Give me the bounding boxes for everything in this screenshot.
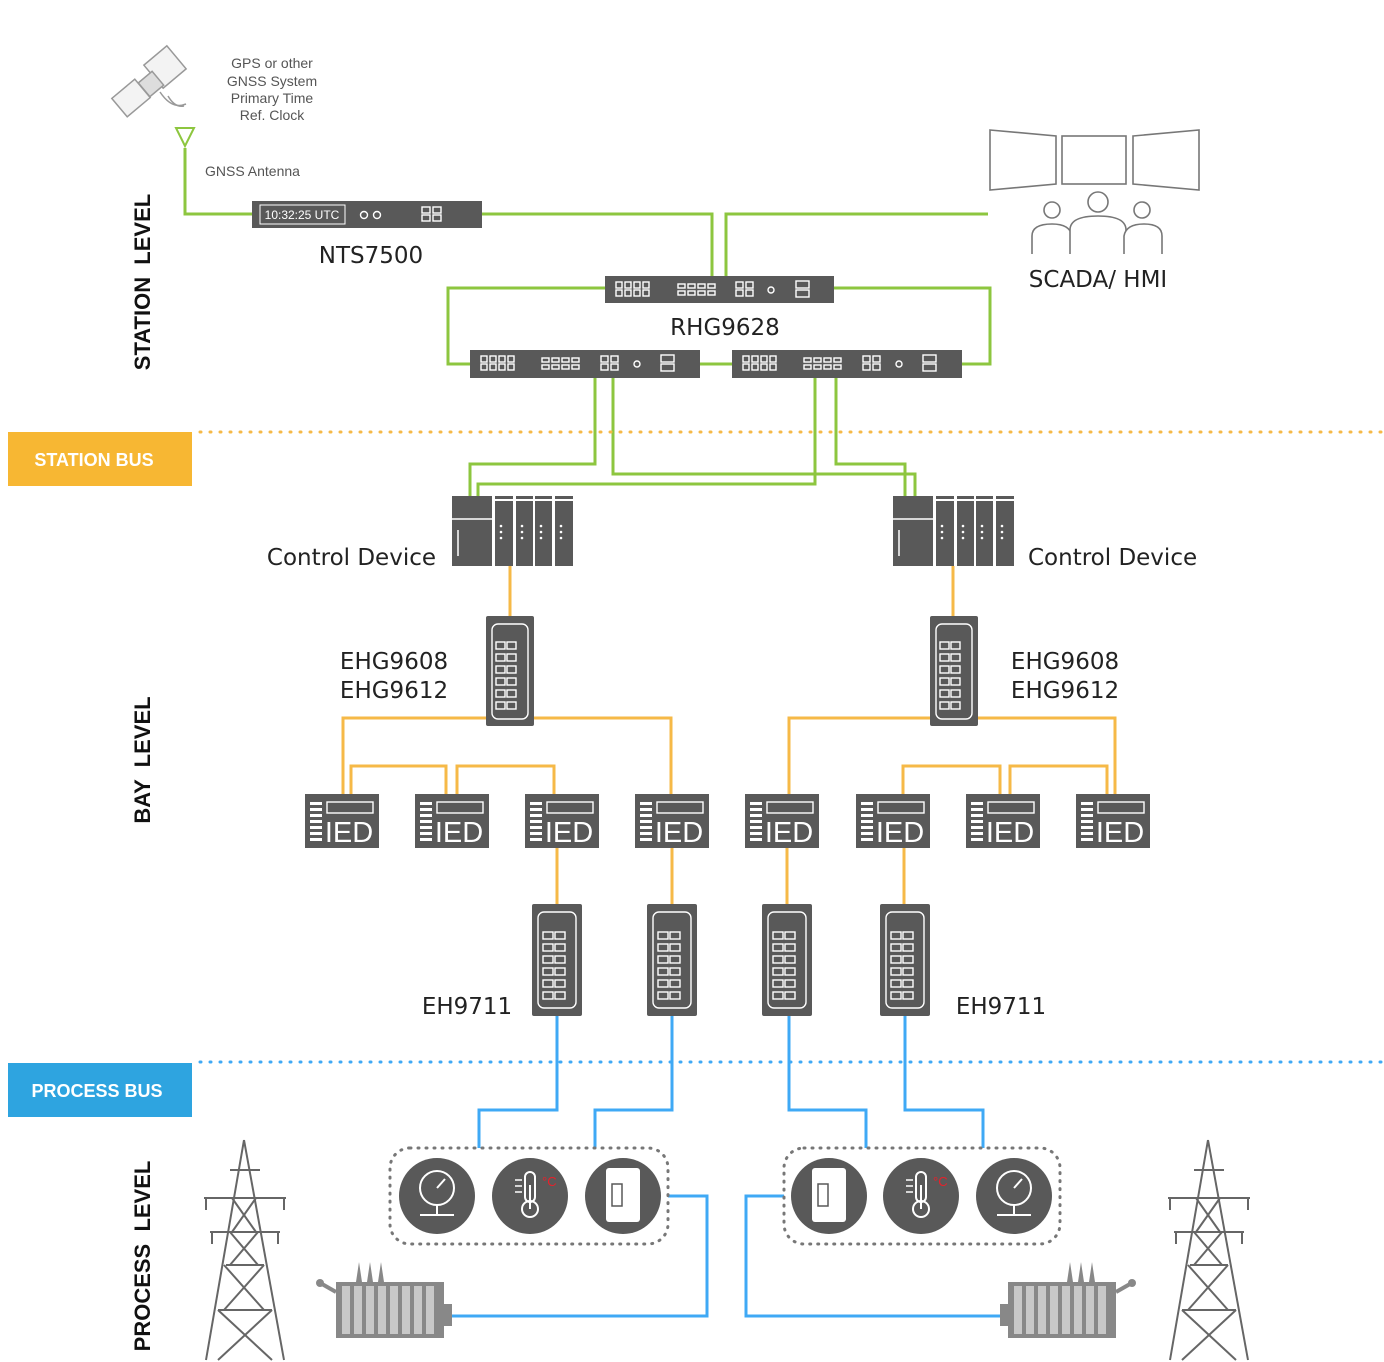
ied-unit: IED bbox=[856, 794, 930, 849]
satellite-icon bbox=[110, 44, 188, 118]
transformer-icon bbox=[316, 1262, 452, 1338]
control-device-left bbox=[452, 496, 573, 566]
nts7500-device: 10:32:25 UTC bbox=[252, 201, 482, 228]
rhg9628-label: RHG9628 bbox=[670, 315, 780, 341]
gnss-label-line-3: Primary Time bbox=[231, 90, 314, 106]
station-level-label: STATION LEVEL bbox=[130, 194, 155, 370]
control-device-right-label: Control Device bbox=[1028, 545, 1197, 571]
ied-label: IED bbox=[876, 817, 924, 849]
eh9711-switch bbox=[532, 904, 582, 1016]
ehg-left-label-line-1: EHG9608 bbox=[340, 649, 448, 675]
gnss-antenna-icon bbox=[174, 127, 196, 149]
ehg-right-label-line-1: EHG9608 bbox=[1011, 649, 1119, 675]
sensor-group-left bbox=[388, 1146, 670, 1246]
merging-unit-icon bbox=[585, 1158, 661, 1234]
rhg9628-switch-top bbox=[605, 276, 834, 303]
ied-unit: IED bbox=[415, 794, 489, 849]
rhg9628-switch-right bbox=[732, 350, 962, 378]
ied-label: IED bbox=[655, 817, 703, 849]
ehg-switch-right bbox=[930, 616, 978, 726]
blue-links bbox=[450, 1016, 1002, 1318]
ehg-right-label-line-2: EHG9612 bbox=[1011, 678, 1119, 704]
transformer-icon bbox=[1000, 1262, 1136, 1338]
process-bus-tag: PROCESS BUS bbox=[8, 1063, 192, 1117]
process-bus-label: PROCESS BUS bbox=[31, 1081, 162, 1101]
eh9711-switch bbox=[762, 904, 812, 1016]
green-links bbox=[183, 148, 992, 496]
gnss-antenna-label: GNSS Antenna bbox=[205, 163, 300, 179]
ied-unit: IED bbox=[525, 794, 599, 849]
bay-level-label: BAY LEVEL bbox=[130, 696, 155, 823]
thermometer-icon: °C bbox=[492, 1158, 568, 1234]
station-bus-tag: STATION BUS bbox=[8, 432, 192, 486]
temperature-unit: °C bbox=[542, 1174, 557, 1189]
ied-unit: IED bbox=[305, 794, 379, 849]
process-bus-badge bbox=[8, 1063, 192, 1117]
eh9711-switch bbox=[880, 904, 930, 1016]
ied-label: IED bbox=[545, 817, 593, 849]
eh9711-left-label: EH9711 bbox=[422, 994, 512, 1020]
ied-label: IED bbox=[435, 817, 483, 849]
ied-unit: IED bbox=[635, 794, 709, 849]
ied-unit: IED bbox=[745, 794, 819, 849]
ied-unit: IED bbox=[966, 794, 1040, 849]
scada-hmi-icon bbox=[989, 129, 1200, 254]
orange-links bbox=[341, 566, 1117, 904]
sensor-group-right bbox=[782, 1146, 1062, 1246]
pressure-gauge-icon bbox=[976, 1158, 1052, 1234]
gnss-label-line-4: Ref. Clock bbox=[240, 107, 306, 123]
ied-label: IED bbox=[325, 817, 373, 849]
ehg-switch-left bbox=[486, 616, 534, 726]
thermometer-icon: °C bbox=[883, 1158, 959, 1234]
station-bus-badge bbox=[8, 432, 192, 486]
scada-hmi-label: SCADA/ HMI bbox=[1029, 267, 1167, 293]
eh9711-switch bbox=[647, 904, 697, 1016]
nts7500-label: NTS7500 bbox=[319, 243, 423, 269]
ied-label: IED bbox=[765, 817, 813, 849]
ied-label: IED bbox=[1096, 817, 1144, 849]
process-level-label: PROCESS LEVEL bbox=[130, 1161, 155, 1352]
pressure-gauge-icon bbox=[399, 1158, 475, 1234]
ehg-left-label-line-2: EHG9612 bbox=[340, 678, 448, 704]
ied-label: IED bbox=[986, 817, 1034, 849]
nts-clock-display: 10:32:25 UTC bbox=[265, 208, 340, 222]
rhg9628-switch-left bbox=[470, 350, 700, 378]
control-device-left-label: Control Device bbox=[267, 545, 436, 571]
transmission-tower-icon bbox=[204, 1139, 286, 1361]
control-device-right bbox=[893, 496, 1014, 566]
temperature-unit: °C bbox=[933, 1174, 948, 1189]
transmission-tower-icon bbox=[1168, 1139, 1250, 1361]
gnss-label-line-2: GNSS System bbox=[227, 73, 317, 89]
station-bus-label: STATION BUS bbox=[34, 450, 153, 470]
gnss-label-line-1: GPS or other bbox=[231, 55, 313, 71]
ied-unit: IED bbox=[1076, 794, 1150, 849]
eh9711-right-label: EH9711 bbox=[956, 994, 1046, 1020]
merging-unit-icon bbox=[791, 1158, 867, 1234]
